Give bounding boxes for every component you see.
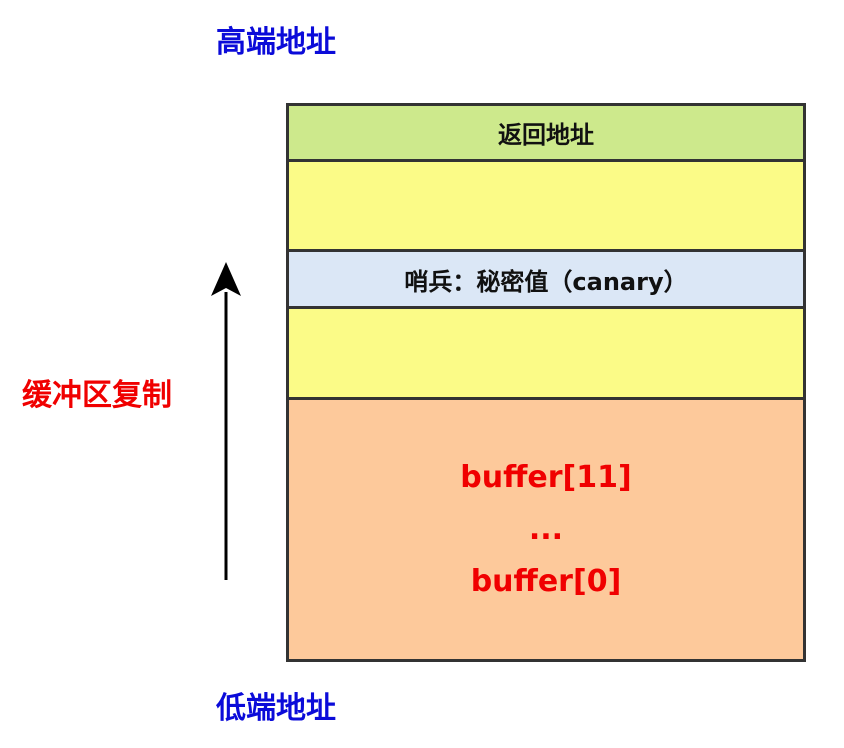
padding-block-lower [286, 306, 806, 400]
return-address-label: 返回地址 [498, 121, 594, 149]
high-address-label: 高端地址 [216, 25, 336, 60]
buffer-block: buffer[11] ... buffer[0] [286, 397, 806, 662]
buffer-copy-direction-label: 缓冲区复制 [22, 378, 172, 413]
arrow-head [211, 262, 241, 296]
canary-label: 哨兵：秘密值（canary） [404, 267, 688, 296]
return-address-block: 返回地址 [286, 103, 806, 162]
buffer-ellipsis: ... [528, 511, 564, 547]
low-address-label: 低端地址 [216, 691, 336, 726]
padding-block-upper [286, 159, 806, 252]
canary-block: 哨兵：秘密值（canary） [286, 249, 806, 309]
stack-frame: 返回地址 哨兵：秘密值（canary） buffer[11] ... buffe… [286, 103, 806, 662]
buffer-top-entry: buffer[11] [460, 459, 632, 495]
buffer-bottom-entry: buffer[0] [470, 563, 622, 599]
